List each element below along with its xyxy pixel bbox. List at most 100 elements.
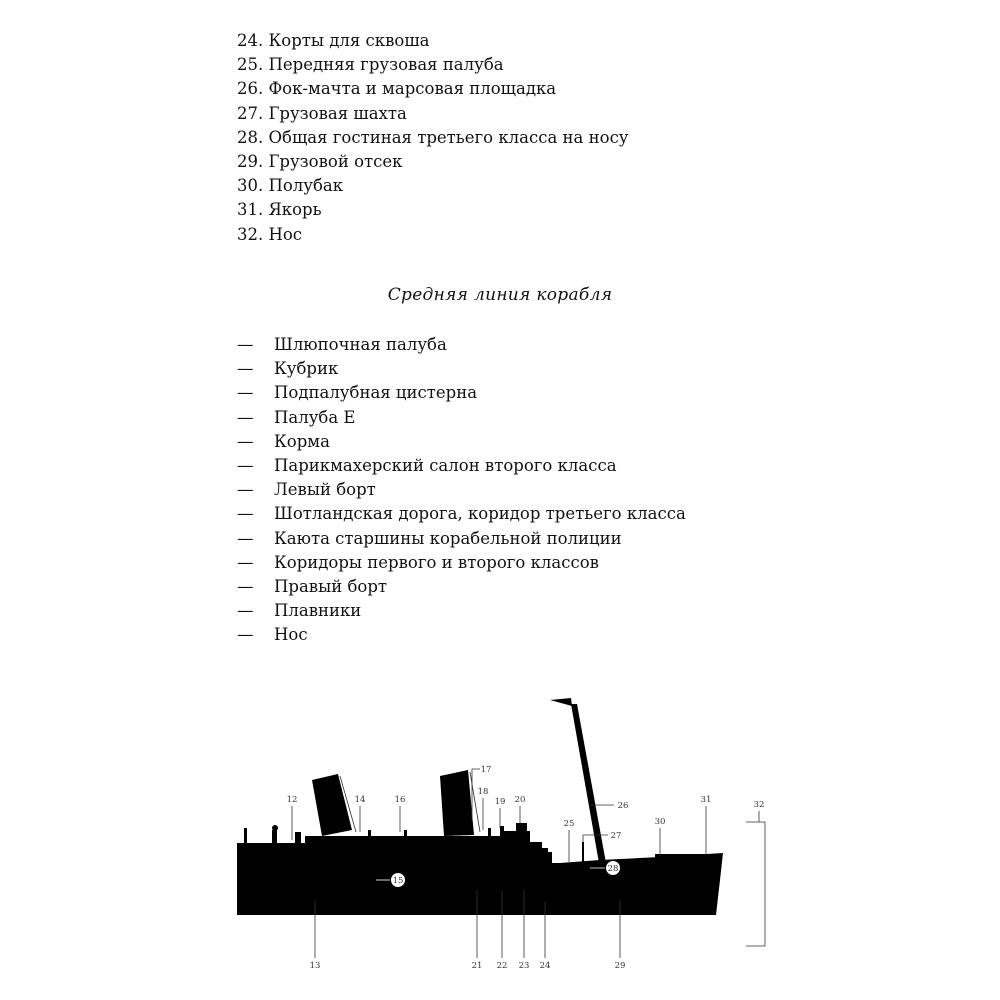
legend-item: 29. Грузовой отсек — [237, 151, 403, 171]
legend-item: 31. Якорь — [237, 200, 322, 220]
term-label: Подпалубная цистерна — [274, 383, 478, 403]
dash-mark: — — [237, 359, 254, 379]
legend-item: 26. Фок-мачта и марсовая площадка — [237, 79, 557, 99]
callout-label-31: 31 — [701, 795, 712, 805]
callout-label-27: 27 — [611, 831, 622, 841]
term-item: — Нос — [237, 623, 686, 647]
deck-fitting — [488, 828, 491, 837]
dash-mark: — — [237, 552, 254, 572]
term-item: — Каюта старшины корабельной полиции — [237, 527, 686, 551]
deck-fitting — [368, 830, 371, 837]
term-item: — Плавники — [237, 599, 686, 623]
term-label: Левый борт — [274, 480, 376, 500]
forecastle-rail — [655, 854, 720, 858]
deck-step — [548, 854, 552, 863]
callout-label-22: 22 — [497, 961, 508, 971]
legend-item: 30. Полубак — [237, 176, 344, 196]
deck-fitting — [404, 830, 407, 837]
callout-circle-15: 15 — [376, 872, 406, 888]
dash-mark: — — [237, 407, 254, 427]
term-label: Плавники — [274, 601, 362, 621]
legend-item: 28. Общая гостиная третьего класса на но… — [237, 127, 629, 147]
term-item: —Парикмахерский салон второго класса — [237, 454, 686, 478]
callout-bracket — [746, 821, 766, 947]
term-item: — Правый борт — [237, 575, 686, 599]
dash-mark: — — [237, 480, 254, 500]
stern-post — [272, 830, 277, 844]
callout-label-13: 13 — [310, 961, 321, 971]
term-label: Нос — [274, 625, 308, 645]
dash-mark: — — [237, 601, 254, 621]
ship-cross-section-diagram: 15 28 12 14 16 17 18 19 20 25 26 27 30 3… — [237, 698, 766, 971]
term-label: Шлюпочная палуба — [274, 335, 447, 354]
callout-label-26: 26 — [618, 801, 629, 811]
dash-mark: — — [237, 528, 254, 548]
term-item: — Коридоры первого и второго классов — [237, 551, 686, 575]
deck-fitting — [516, 823, 527, 833]
legend-item: 25. Передняя грузовая палуба — [237, 55, 504, 75]
stern-post — [244, 828, 247, 844]
deck-fitting — [500, 826, 504, 832]
dash-mark: — — [237, 625, 254, 645]
dash-mark: — — [237, 431, 254, 451]
dash-mark: — — [237, 335, 254, 354]
callout-label-18: 18 — [478, 787, 489, 797]
ship-hull — [237, 831, 723, 915]
callout-label-16: 16 — [395, 795, 406, 805]
callout-label-20: 20 — [515, 795, 526, 805]
callout-label-25: 25 — [564, 819, 575, 829]
term-label: Правый борт — [274, 576, 388, 596]
deck-step — [542, 848, 548, 854]
callout-number: 15 — [393, 876, 404, 886]
callout-label-30: 30 — [655, 817, 666, 827]
callout-circle — [390, 872, 406, 888]
callout-circle — [605, 860, 621, 876]
top-callouts: 12 14 16 17 18 19 20 25 26 27 30 31 32 — [287, 765, 766, 947]
term-label: Шотландская дорога, коридор третьего кла… — [274, 504, 686, 524]
rail-post — [295, 832, 301, 844]
term-label: Парикмахерский салон второго класса — [274, 455, 617, 475]
callout-label-14: 14 — [355, 795, 366, 805]
cargo-hatch-post — [582, 842, 584, 862]
dash-mark: — — [237, 383, 254, 403]
term-item: — Шотландская дорога, коридор третьего кл… — [237, 502, 686, 526]
term-item: — Подпалубная цистерна — [237, 381, 686, 405]
numbered-legend-list: 24. Корты для сквоша 25. Передняя грузов… — [237, 29, 629, 247]
aft-funnel — [312, 774, 352, 836]
term-label: Корма — [274, 431, 330, 451]
fore-funnel — [440, 770, 474, 836]
callout-label-23: 23 — [519, 961, 530, 971]
mast-pennant — [550, 698, 572, 706]
term-label: Каюта старшины корабельной полиции — [274, 528, 622, 548]
section-heading: Средняя линия корабля — [387, 285, 613, 305]
callout-label-19: 19 — [495, 797, 506, 807]
term-item: — Корма — [237, 430, 686, 454]
callout-leader — [582, 834, 608, 842]
callout-label-21: 21 — [472, 961, 483, 971]
term-label: Кубрик — [274, 359, 339, 379]
bottom-callouts: 13 21 22 23 24 29 — [310, 890, 626, 971]
term-item: — Кубрик — [237, 357, 686, 381]
term-item: — Левый борт — [237, 478, 686, 502]
callout-label-29: 29 — [615, 961, 626, 971]
callout-number: 28 — [608, 864, 619, 874]
term-item: — Шлюпочная палуба — [237, 333, 686, 357]
callout-label-12: 12 — [287, 795, 298, 805]
callout-leader — [471, 768, 480, 820]
legend-item: 27. Грузовая шахта — [237, 103, 407, 123]
ship-silhouette — [237, 698, 723, 915]
legend-item: 32. Нос — [237, 224, 303, 244]
callout-label-32: 32 — [754, 800, 765, 810]
dash-mark: — — [237, 576, 254, 596]
legend-item: 24. Корты для сквоша — [237, 31, 430, 50]
centerline-terms-list: — Шлюпочная палуба — Кубрик — Подпалубная ц… — [237, 333, 686, 647]
callout-label-24: 24 — [540, 961, 551, 971]
funnel-stay — [339, 775, 357, 833]
callout-label-17: 17 — [481, 765, 492, 775]
stern-post — [272, 825, 278, 831]
term-item: — Палуба Е — [237, 406, 686, 430]
callout-circle-28: 28 — [590, 860, 621, 876]
dash-mark: — — [237, 504, 254, 524]
term-label: Палуба Е — [274, 407, 356, 427]
term-label: Коридоры первого и второго классов — [274, 552, 599, 572]
